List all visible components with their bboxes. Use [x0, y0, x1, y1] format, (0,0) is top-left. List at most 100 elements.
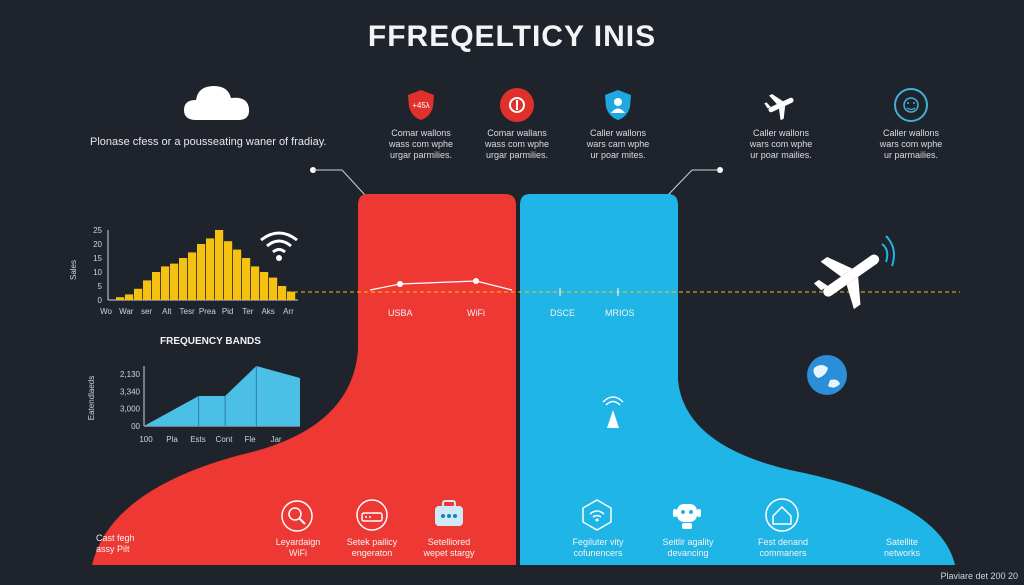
bar [251, 266, 260, 300]
area-chart: Eatendlaeds 00 3,000 3,340 2,130 100 Pla Ests Co… [87, 366, 300, 444]
band-curve [369, 280, 513, 291]
cloud-icon [184, 86, 250, 120]
wifi-search-icon [281, 500, 313, 532]
y-tick-label: 3,000 [120, 405, 141, 414]
label-line: cofunencers [573, 548, 623, 558]
large-airplane-icon [813, 235, 895, 310]
bottom-item-label: Setek pailicy engeraton [330, 537, 414, 559]
band-label-dsce: DSCE [550, 308, 576, 318]
x-tick-label: Cont [216, 435, 234, 444]
bar [116, 297, 125, 300]
bottom-item-label: Setelliored wepet stargy [404, 537, 494, 559]
connector-line-right [667, 169, 720, 196]
label-line: assy Pilt [96, 544, 130, 554]
x-tick-label: Fle [244, 435, 256, 444]
page-title: FFREQELTICY INIS [367, 20, 657, 53]
x-tick-label: Ter [242, 307, 253, 316]
home-shield-icon [765, 498, 799, 532]
bar [287, 291, 296, 300]
x-tick-label: 100 [139, 435, 153, 444]
bottom-right-label: Satellite networks [872, 537, 932, 559]
user-shield-icon [601, 88, 635, 122]
caption-line: Comar wallans [487, 128, 547, 138]
label-line: engeraton [351, 548, 393, 558]
caption-line: wass com wphe [388, 139, 454, 149]
y-tick-label: 20 [93, 240, 102, 249]
label-line: WiFi [289, 548, 307, 558]
bar [188, 252, 197, 300]
feature-user-shield: Caller wallons wars cam wphe ur poar mit… [563, 88, 673, 161]
band-point [473, 278, 479, 284]
caption-line: ur parmailies. [883, 150, 939, 160]
globe-icon [807, 355, 847, 395]
y-tick-label: 2,130 [120, 370, 141, 379]
airplane-icon [764, 88, 798, 122]
y-tick-label: 5 [98, 282, 103, 291]
bar [125, 294, 134, 300]
router-icon [356, 499, 388, 531]
label-line: commaners [759, 548, 807, 558]
label-line: Satellite [885, 537, 919, 547]
bar [134, 288, 143, 300]
bar [278, 286, 287, 300]
caption-line: wars com wphe [749, 139, 813, 149]
bottom-item-label: Fest denand commaners [738, 537, 828, 559]
y-tick-label: 10 [93, 268, 102, 277]
tagline: Plonase cfess or a pousseating waner of … [90, 136, 327, 148]
caption-line: wars cam wphe [586, 139, 650, 149]
x-tick-label: Jar [270, 435, 281, 444]
face-circle-icon [894, 88, 928, 122]
caption-line: ur poar mites. [590, 150, 646, 160]
band-label-wifi: WiFi [467, 308, 485, 318]
satellite-device-icon [435, 500, 463, 526]
x-tick-label: ser [141, 307, 152, 316]
wifi-badge-icon [582, 499, 612, 531]
label-line: Seitlir agality [662, 537, 714, 547]
area-series [144, 366, 300, 426]
y-tick-label: 25 [93, 226, 102, 235]
bar [152, 272, 161, 300]
caption-line: Comar wallons [391, 128, 451, 138]
feature-face: Caller wallons wars com wphe ur parmaili… [856, 88, 966, 161]
bar [215, 230, 224, 300]
y-tick-label: 00 [131, 422, 140, 431]
caption-line: Caller wallons [882, 128, 940, 138]
stop-red-icon [500, 88, 534, 122]
bar [260, 272, 269, 300]
label-line: Fest denand [757, 537, 809, 547]
red-funnel-shape [92, 194, 516, 565]
bar [233, 249, 242, 300]
y-tick-label: 3,340 [120, 387, 141, 396]
feature-airplane: Caller wallons wars com wphe ur poar mai… [726, 88, 836, 161]
wifi-icon [260, 231, 298, 261]
y-tick-label: 15 [93, 254, 102, 263]
x-tick-label: Aks [261, 307, 274, 316]
label-line: Leyardaign [275, 537, 321, 547]
bar [206, 238, 215, 300]
label-line: Fegiluter vity [572, 537, 624, 547]
footer-text: Plaviare det 200 20 [940, 571, 1018, 581]
label-line: Setek pailicy [346, 537, 398, 547]
caption-line: ur poar mailies. [750, 150, 812, 160]
y-axis-label: Eatendlaeds [87, 376, 96, 420]
x-tick-label: Ests [190, 435, 206, 444]
x-tick-label: Arr [283, 307, 294, 316]
caption-line: wass com wphe [484, 139, 550, 149]
bar [161, 266, 170, 300]
shield-red-icon: +45λ [404, 88, 438, 122]
label-line: networks [883, 548, 920, 558]
bottom-item-label: Leyardaign WiFi [256, 537, 340, 559]
connector-line-left [313, 169, 366, 196]
x-tick-label: Pla [166, 435, 178, 444]
band-point [397, 281, 403, 287]
label-line: Setelliored [427, 537, 471, 547]
caption-line: urgar parmilies. [389, 150, 453, 160]
bottom-item-label: Fegiluter vity cofunencers [553, 537, 643, 559]
label-line: Cast fegh [96, 533, 135, 543]
caption-line: wars com wphe [879, 139, 943, 149]
section-title: FREQUENCY BANDS [160, 336, 261, 347]
robot-icon [673, 504, 701, 529]
y-tick-label: 0 [98, 296, 103, 305]
feature-stop: Comar wallans wass com wphe urgar parmil… [462, 88, 572, 161]
